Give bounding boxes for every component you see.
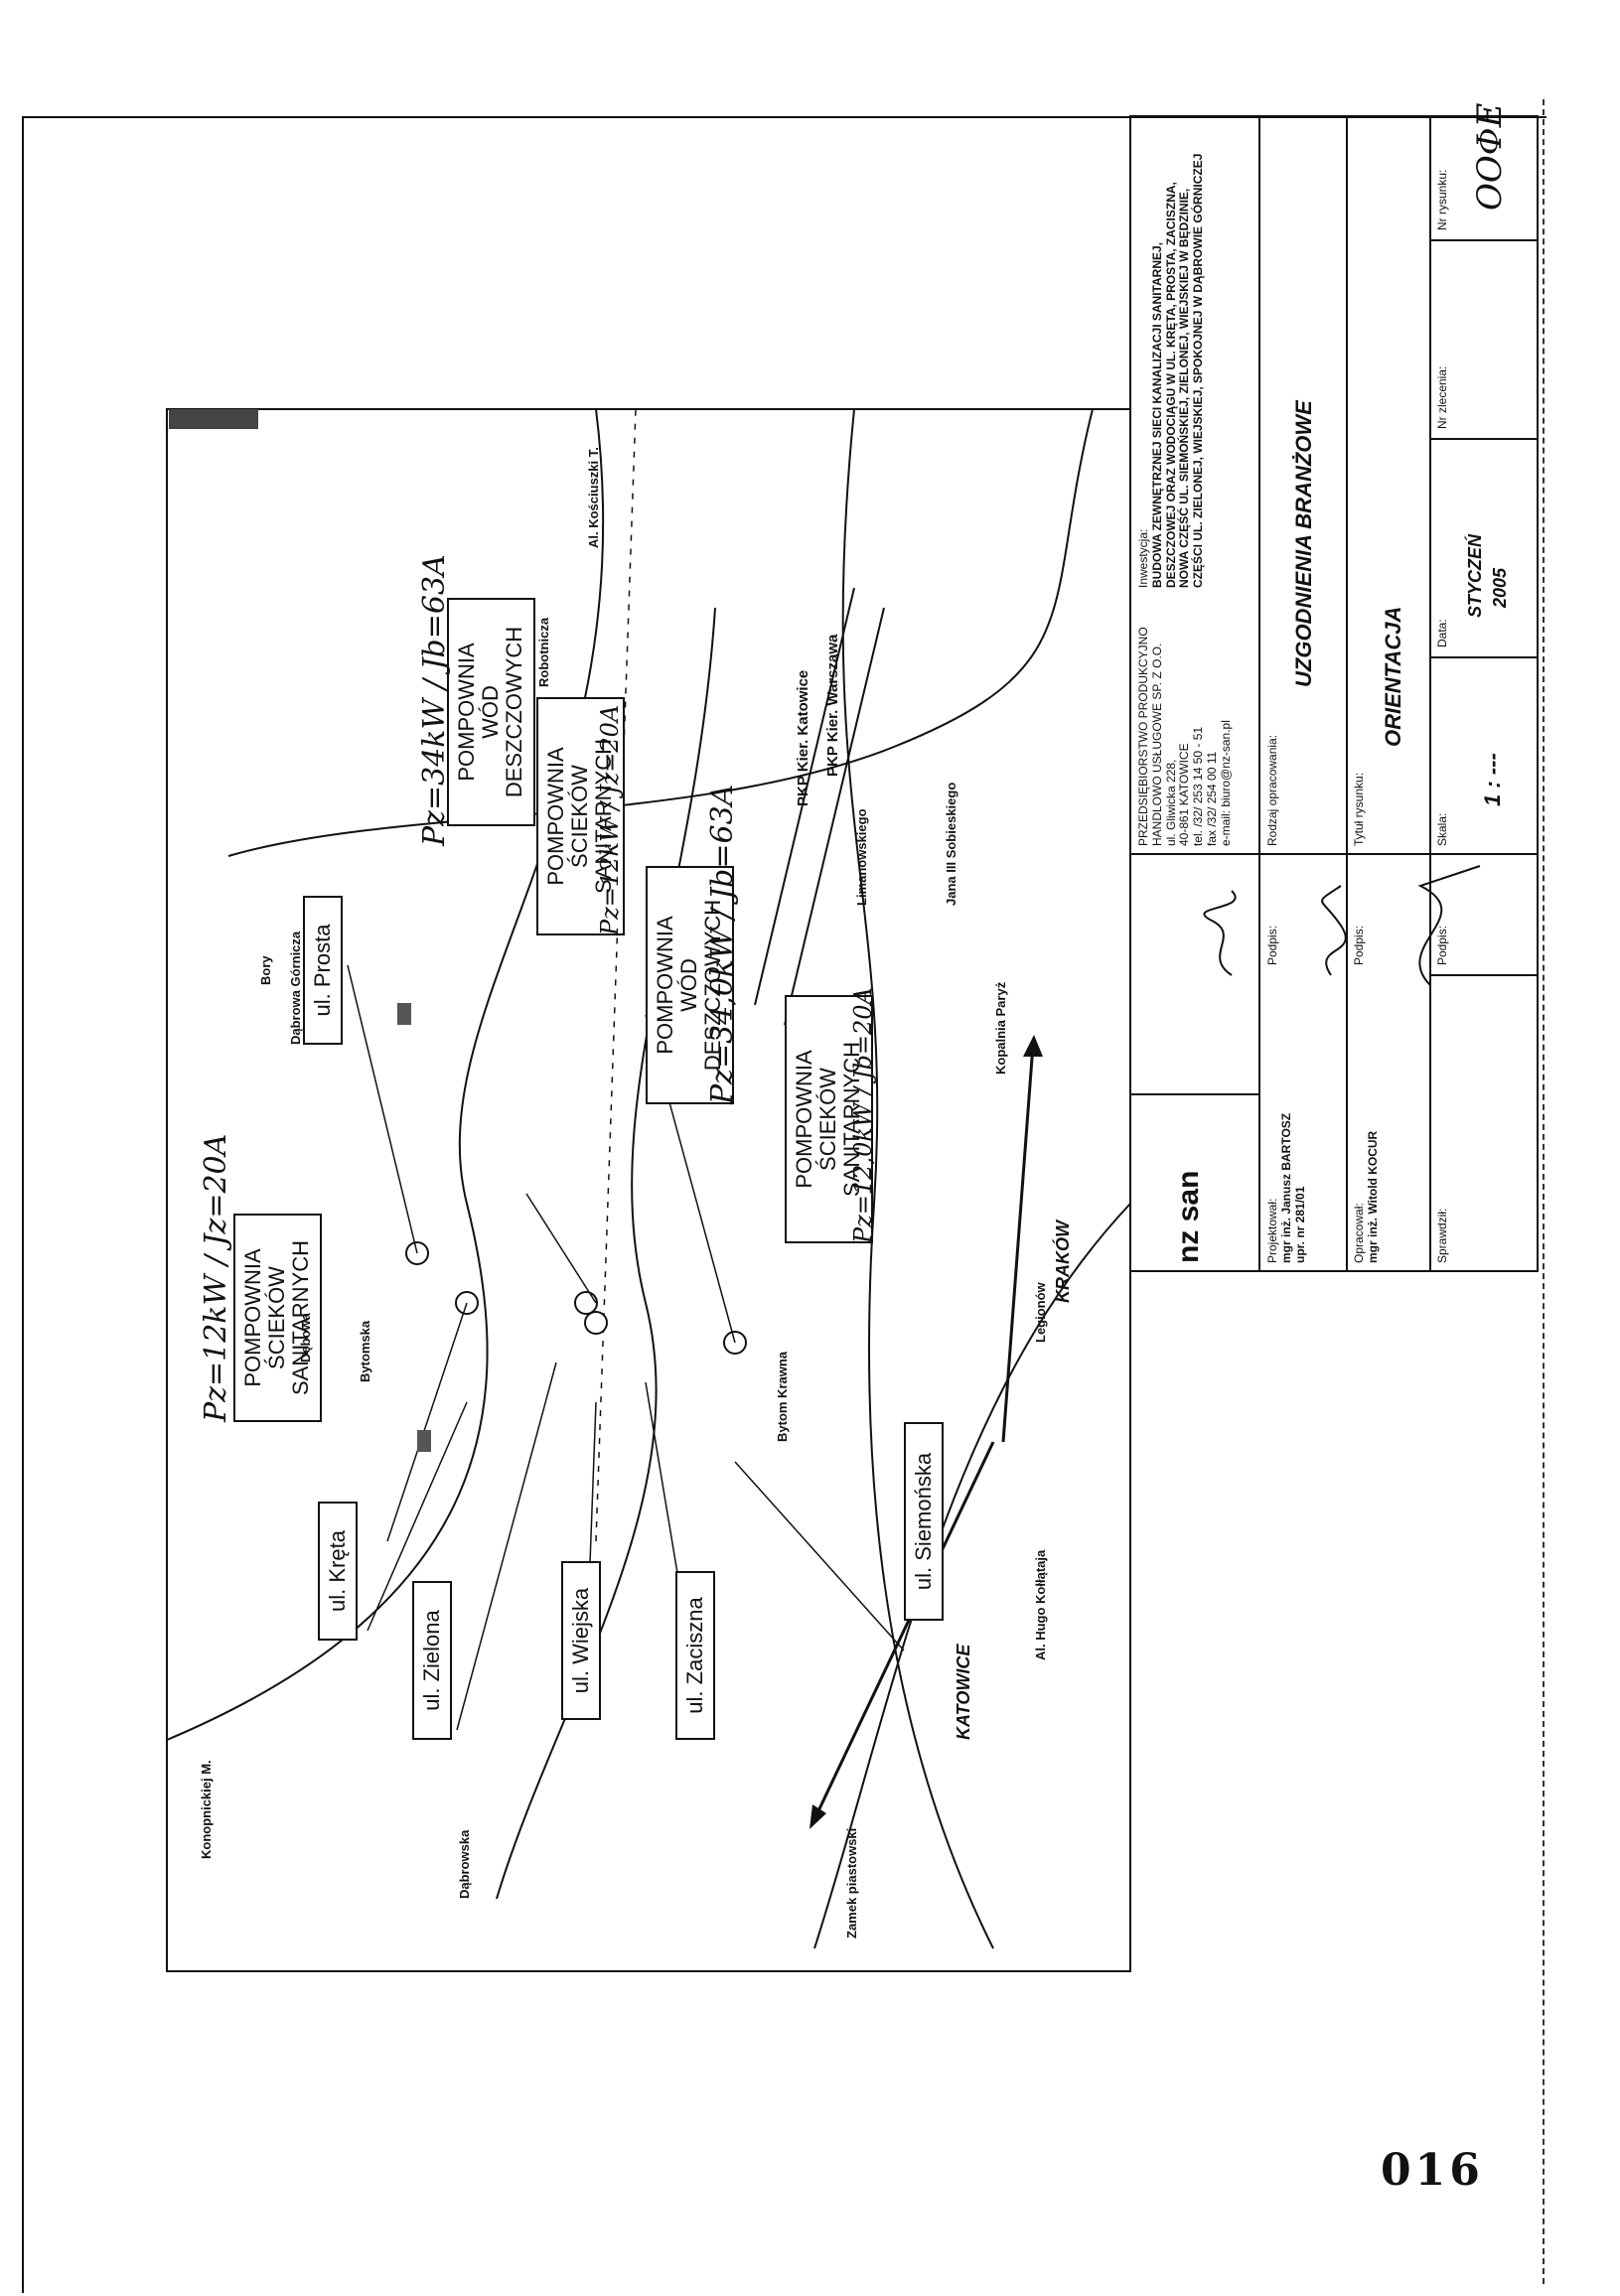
label-ul-prosta: ul. Prosta — [303, 896, 344, 1045]
title-block-border — [1129, 115, 1539, 1272]
leader-line — [386, 1302, 468, 1542]
road — [813, 1203, 1131, 1949]
street-name: Dębowa — [298, 1313, 313, 1363]
checked-label: Sprawdził: — [1435, 1208, 1449, 1263]
outer-frame — [22, 116, 1546, 2293]
label-ul-kreta: ul. Kręta — [318, 1502, 359, 1641]
street-name: Robotnicza — [536, 617, 551, 687]
prepared-sign-label: Podpis: — [1352, 925, 1366, 965]
prepared-block: Opracował: mgr inż. Witold KOCUR — [1352, 1130, 1380, 1263]
label-ul-zielona: ul. Zielona — [412, 1581, 453, 1740]
street-name: Bytomska — [358, 1320, 372, 1382]
direction-krakow: KRAKÓW — [1053, 1220, 1073, 1303]
order-label: Nr zlecenia: — [1435, 365, 1449, 429]
road — [227, 408, 1094, 857]
label-ul-wiejska: ul. Wiejska — [561, 1561, 602, 1720]
street-name: Jana III Sobieskiego — [944, 782, 958, 906]
street-name: Al. Kościuszki T. — [586, 447, 601, 548]
street-name: Kopalnia Paryż — [993, 981, 1008, 1075]
building-block — [397, 1003, 411, 1025]
drawing-number: OOΦE — [1470, 102, 1510, 211]
leader-line — [347, 964, 418, 1254]
date-label: Data: — [1435, 619, 1449, 647]
katowice-arrow — [812, 1441, 995, 1820]
label-ul-siemonska: ul. Siemońska — [904, 1422, 945, 1621]
leader-line — [525, 1193, 597, 1304]
street-name: Dąbrowa Górnicza — [288, 931, 303, 1045]
street-name: Al. Hugo Kołłątaja — [1033, 1549, 1048, 1660]
designer-sign-label: Podpis: — [1265, 925, 1279, 965]
drawing-number-label: Nr rysunku: — [1435, 169, 1449, 230]
street-name: PKP Kier. Warszawa — [824, 634, 841, 777]
forest-area — [169, 409, 258, 429]
signature — [1321, 885, 1347, 976]
direction-katowice: KATOWICE — [954, 1644, 973, 1740]
road — [841, 408, 994, 1949]
railway — [784, 607, 885, 1026]
street-name: Limanowskiego — [854, 808, 869, 906]
company-block: PRZEDSIĘBIORSTWO PRODUKCYJNO HANDLOWO US… — [1136, 627, 1233, 846]
street-name: PKP Kier. Katowice — [795, 669, 811, 806]
pump-station-marker — [584, 1311, 608, 1335]
road — [166, 408, 605, 1741]
power-note: Pz=34,0kW / Jb=63A — [705, 784, 740, 1104]
krakow-arrow — [1001, 1044, 1035, 1443]
signature — [1203, 890, 1237, 976]
railway — [754, 587, 855, 1006]
drawing-title-label: Tytuł rysunku: — [1352, 772, 1366, 846]
drawing-title: ORIENTACJA — [1381, 606, 1405, 747]
date-value: STYCZEŃ — [1465, 533, 1485, 618]
scale-label: Skala: — [1435, 812, 1449, 846]
scale-value: 1 : --- — [1480, 753, 1505, 806]
leader-line — [456, 1362, 557, 1731]
power-note: Pz=12,0kW / Jb=20A — [849, 987, 877, 1243]
page-number: 016 — [1381, 2145, 1484, 2196]
street-name: Legionów — [1033, 1282, 1048, 1343]
street-name: Dąbrowska — [457, 1829, 472, 1899]
company-logo: nz san — [1172, 1170, 1205, 1263]
power-note: Pz=12kW / Jz=20A — [199, 1133, 233, 1422]
leader-line — [367, 1401, 468, 1632]
power-note: Pz=34kW / Jb=63A — [417, 554, 452, 846]
street-name: Bory — [258, 955, 273, 985]
map-border — [166, 408, 1131, 1972]
leader-line — [734, 1461, 905, 1651]
street-name: Bytom Krawna — [775, 1351, 790, 1442]
street-name: Zamek piastowski — [844, 1827, 859, 1938]
power-note: Pz=12kW / Jz=20A — [596, 704, 624, 935]
label-ul-zaciszna: ul. Zaciszna — [675, 1571, 716, 1740]
right-dashed-edge — [1543, 99, 1545, 2284]
elaboration-type: UZGODNIENIA BRANŻOWE — [1291, 400, 1316, 687]
elaboration-type-label: Rodzaj opracowania: — [1265, 734, 1279, 846]
checked-sign-label: Podpis: — [1435, 925, 1449, 965]
pump-station-marker — [574, 1291, 598, 1315]
date-year: 2005 — [1490, 567, 1510, 608]
street-name: Konopnickiej M. — [199, 1760, 214, 1859]
investment-block: Inwestycja: BUDOWA ZEWNĘTRZNEJ SIECI KAN… — [1136, 153, 1206, 588]
building-block — [417, 1430, 431, 1452]
